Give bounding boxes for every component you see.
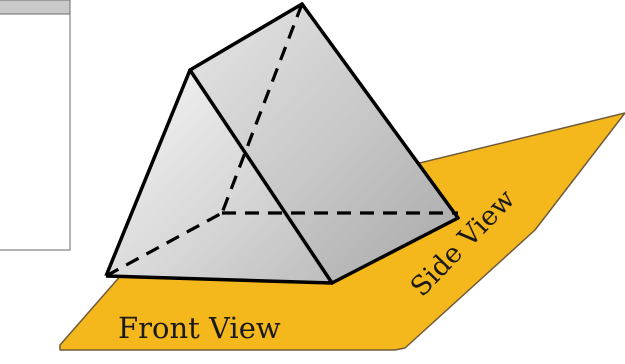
- prism-top-edge: [188, 2, 304, 72]
- front-view-label: Front View: [118, 311, 281, 345]
- left-panel: [0, 0, 71, 251]
- hidden-edge-back-vertical: [220, 3, 304, 214]
- prism-front-outline: [104, 68, 334, 285]
- prism-front-face: [106, 70, 332, 283]
- prism-bottom-right-edge: [330, 216, 460, 285]
- left-panel-body: [0, 0, 71, 251]
- left-panel-header: [0, 0, 71, 15]
- triangular-prism: [104, 2, 460, 285]
- prism-right-edge: [300, 2, 460, 220]
